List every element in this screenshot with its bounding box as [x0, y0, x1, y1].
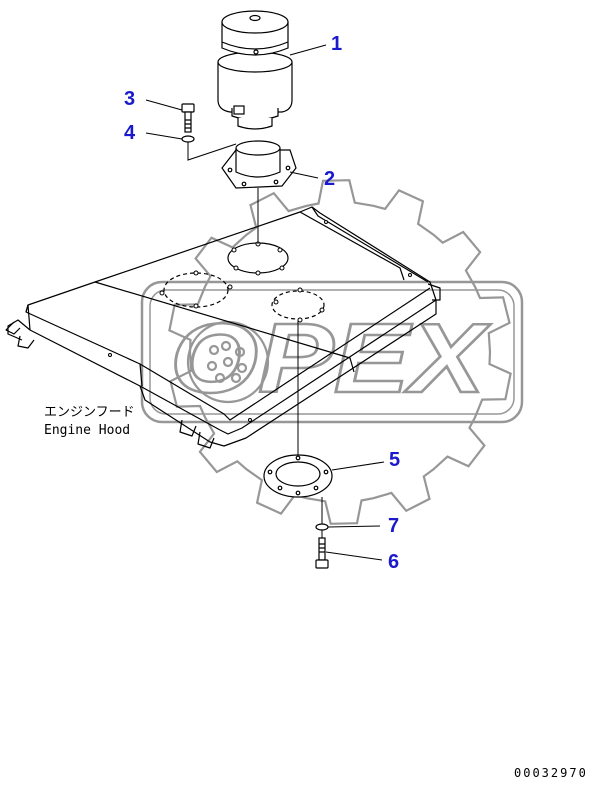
part-1-precleaner: [217, 10, 293, 130]
adapter-hole: [227, 167, 233, 173]
watermark-hub-dot: [236, 362, 248, 374]
watermark-text: OPEX: [170, 303, 492, 413]
adapter-tube: [235, 148, 281, 178]
part-4-washer: [181, 135, 195, 143]
hood-front-flange: [139, 300, 437, 447]
leader-3: [145, 99, 183, 111]
part-2-adapter: [221, 140, 297, 189]
precleaner-screw: [253, 49, 259, 55]
hood-rib-line-3: [311, 206, 429, 283]
leader-7: [327, 525, 381, 528]
flange-hole: [323, 469, 329, 475]
hood-tab-5: [427, 283, 441, 301]
watermark-hub-dot: [214, 372, 226, 384]
watermark-hub-dot: [222, 356, 234, 368]
hood-opening-left: [163, 272, 229, 308]
callout-5: 5: [389, 449, 401, 471]
watermark-frame-inner: [149, 289, 515, 415]
hood-left-flange: [7, 304, 143, 387]
hood-rib-line-2: [299, 211, 405, 281]
precleaner-cap-band: [221, 41, 289, 50]
hood-underside-line: [25, 287, 431, 421]
leader-lines: [145, 44, 385, 561]
precleaner-neck: [237, 118, 273, 130]
hood-tab-2: [17, 335, 35, 349]
hood-tab-4: [197, 431, 215, 449]
hood-tab-1: [5, 321, 21, 335]
callout-7: 7: [388, 515, 400, 537]
bolt-path-line: [187, 142, 237, 161]
adapter-tube-top: [235, 140, 281, 156]
callout-2: 2: [324, 168, 336, 190]
leader-6: [325, 551, 383, 561]
leader-1: [289, 44, 327, 56]
watermark-hub-dot: [208, 344, 220, 356]
precleaner-clamp-bolt: [233, 105, 245, 115]
part-3-bolt: [181, 103, 195, 133]
hood-tab-3: [179, 419, 197, 437]
adapter-hole: [285, 165, 291, 171]
engine-hood-label-en: Engine Hood: [44, 423, 131, 438]
callout-3: 3: [124, 88, 136, 110]
bolt-6-head: [315, 559, 329, 569]
adapter-hole: [241, 181, 247, 187]
callout-4: 4: [124, 122, 136, 144]
watermark-hub-dot: [230, 372, 242, 384]
assembly-lines: [187, 142, 323, 538]
part-6-bolt: [315, 537, 329, 569]
watermark-gear: [168, 179, 512, 525]
precleaner-cap-knob: [249, 14, 261, 22]
leader-5: [331, 461, 385, 471]
leader-2: [289, 171, 319, 179]
flange-hole: [295, 490, 301, 496]
flange-hole: [267, 469, 273, 475]
bolt-6-shank: [318, 537, 326, 561]
flange-inner: [275, 461, 321, 487]
part-5-flange: [263, 454, 333, 498]
part-7-washer: [315, 523, 329, 531]
drawing-code: 00032970: [514, 766, 588, 780]
leader-4: [145, 132, 183, 140]
bolt-3-head: [181, 103, 195, 113]
watermark-hub-dot: [220, 340, 232, 352]
adapter-hole: [273, 179, 279, 185]
flange-hole: [277, 485, 283, 491]
watermark-frame: [140, 280, 524, 424]
engine-hood: [5, 206, 441, 449]
callout-1: 1: [331, 33, 343, 55]
flange-hole: [295, 455, 301, 461]
watermark-hub-dot: [234, 346, 246, 358]
engine-hood-label-jp: エンジンフード: [44, 405, 135, 420]
hood-rib-line: [94, 281, 355, 373]
bolt-3-threads: [185, 119, 191, 129]
hood-holes: [108, 220, 412, 422]
callout-6: 6: [388, 551, 400, 573]
precleaner-cap-top: [221, 10, 289, 34]
watermark-hub-dot: [206, 360, 218, 372]
flange-hole: [313, 485, 319, 491]
bolt-6-threads: [319, 543, 325, 553]
bolt-3-shank: [184, 111, 192, 133]
